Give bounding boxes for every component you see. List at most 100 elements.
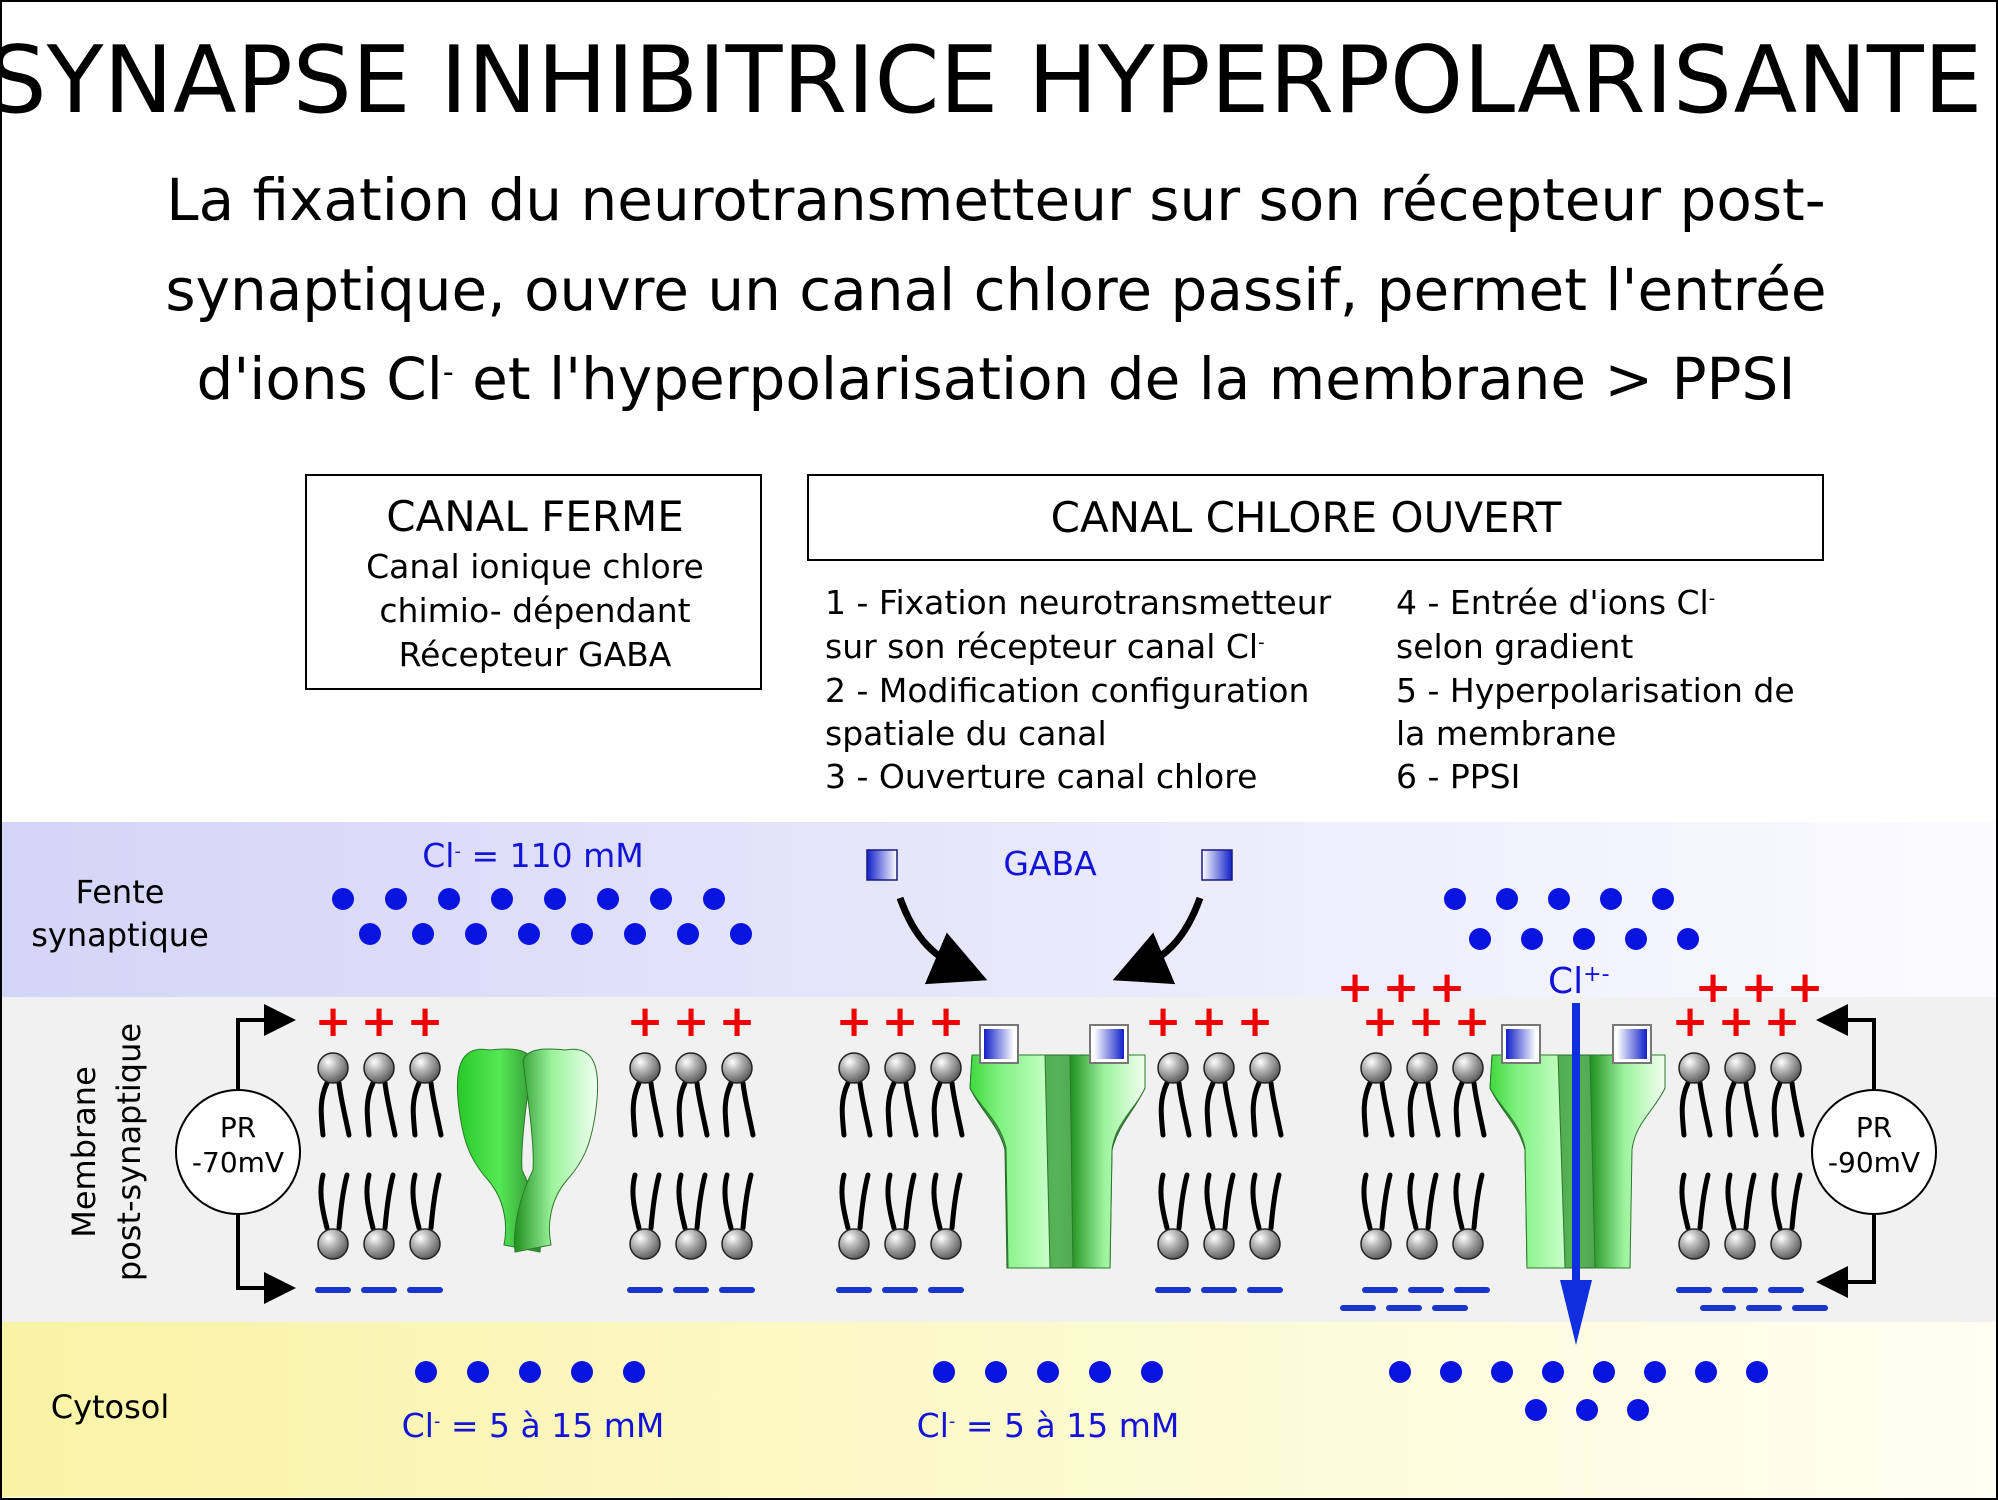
lipid-tail xyxy=(1453,1080,1465,1138)
lipid-tail xyxy=(857,1080,873,1138)
positive-charge: + xyxy=(1383,962,1420,1013)
chloride-ion xyxy=(1573,928,1595,950)
lipid-tail xyxy=(1361,1172,1373,1231)
positive-charge: + xyxy=(719,996,756,1047)
lipid-tail xyxy=(857,1172,871,1231)
lipid-tail xyxy=(676,1172,688,1231)
cytosol-concentration: Cl- = 5 à 15 mM xyxy=(917,1406,1180,1445)
lipid-head xyxy=(675,1052,707,1084)
lipid-head xyxy=(675,1228,707,1260)
phospholipid xyxy=(1249,1052,1284,1260)
chloride-ion xyxy=(1389,1361,1411,1383)
phospholipid xyxy=(1452,1052,1487,1260)
chloride-flux-label: Cl+- xyxy=(1548,961,1610,1002)
lipid-head xyxy=(884,1052,916,1084)
lipid-tail xyxy=(949,1080,965,1138)
gaba-bound xyxy=(1094,1029,1124,1059)
lipid-head xyxy=(838,1052,870,1084)
phospholipid xyxy=(884,1052,919,1260)
lipid-tail xyxy=(1176,1080,1192,1138)
lipid-tail xyxy=(949,1172,963,1231)
positive-charge: + xyxy=(1145,996,1182,1047)
open-channel-chloride-flux xyxy=(1489,1003,1666,1345)
chloride-ion xyxy=(518,923,540,945)
chloride-ion xyxy=(1089,1361,1111,1383)
lipid-tail xyxy=(694,1172,708,1231)
intro-line-3: d'ions Cl- et l'hyperpolarisation de la … xyxy=(197,345,1796,413)
lipid-head xyxy=(884,1228,916,1260)
lipid-tail xyxy=(1679,1080,1691,1138)
phospholipid xyxy=(1770,1052,1805,1260)
lipid-head xyxy=(1724,1228,1756,1260)
lipid-head xyxy=(317,1052,349,1084)
step-text: sur son récepteur canal Cl- xyxy=(825,627,1265,666)
chloride-ion xyxy=(332,888,354,910)
chloride-ion xyxy=(385,888,407,910)
positive-charge: + xyxy=(882,996,919,1047)
lipid-tail xyxy=(364,1080,376,1138)
positive-charge: + xyxy=(1429,962,1466,1013)
positive-charge: + xyxy=(315,996,352,1047)
gaba-molecule xyxy=(866,849,898,881)
phospholipid xyxy=(838,1052,873,1260)
lipid-tail xyxy=(1158,1172,1170,1231)
lipid-tail xyxy=(1379,1172,1393,1231)
lipid-tail xyxy=(903,1172,917,1231)
lipid-head xyxy=(363,1052,395,1084)
chloride-ion xyxy=(359,923,381,945)
lipid-tail xyxy=(1725,1080,1737,1138)
lipid-tail xyxy=(336,1080,352,1138)
lipid-head xyxy=(1203,1228,1235,1260)
lipid-tail xyxy=(1204,1080,1216,1138)
potential-arrow xyxy=(1816,1214,1876,1298)
chloride-ion xyxy=(1548,888,1570,910)
closed-chloride-channel xyxy=(456,1048,599,1253)
lipid-tail xyxy=(1176,1172,1190,1231)
chloride-ion xyxy=(1746,1361,1768,1383)
lipid-tail xyxy=(1222,1080,1238,1138)
lipid-head xyxy=(1406,1052,1438,1084)
lipid-tail xyxy=(1222,1172,1236,1231)
potential-label: PR xyxy=(220,1111,256,1144)
lipid-tail xyxy=(1407,1172,1419,1231)
cleft-label: Fente xyxy=(76,873,165,911)
step-text: spatiale du canal xyxy=(825,714,1107,753)
lipid-head xyxy=(1406,1228,1438,1260)
lipid-head xyxy=(1157,1052,1189,1084)
potential-value: -90mV xyxy=(1828,1146,1920,1179)
positive-charge: + xyxy=(407,996,444,1047)
positive-charge: + xyxy=(1408,996,1445,1047)
lipid-head xyxy=(1678,1052,1710,1084)
positive-charge: + xyxy=(928,996,965,1047)
lipid-head xyxy=(1249,1052,1281,1084)
lipid-tail xyxy=(931,1172,943,1231)
phospholipid xyxy=(930,1052,965,1260)
chloride-ion xyxy=(1652,888,1674,910)
lipid-tail xyxy=(1425,1172,1439,1231)
lipid-tail xyxy=(694,1080,710,1138)
lipid-head xyxy=(838,1228,870,1260)
chloride-ion xyxy=(1644,1361,1666,1383)
gaba-bound xyxy=(1617,1029,1647,1059)
lipid-tail xyxy=(364,1172,376,1231)
gaba-label: GABA xyxy=(1003,844,1097,883)
lipid-tail xyxy=(1453,1172,1465,1231)
lipid-head xyxy=(1203,1052,1235,1084)
intro-line-2: synaptique, ouvre un canal chlore passif… xyxy=(165,256,1826,324)
lipid-head xyxy=(721,1052,753,1084)
lipid-tail xyxy=(318,1172,330,1231)
phospholipid xyxy=(317,1052,352,1260)
phospholipid xyxy=(675,1052,710,1260)
lipid-head xyxy=(317,1228,349,1260)
lipid-tail xyxy=(722,1172,734,1231)
lipid-tail xyxy=(1743,1080,1759,1138)
lipid-tail xyxy=(903,1080,919,1138)
cleft-label: synaptique xyxy=(31,916,209,954)
binding-arrow xyxy=(896,896,988,985)
lipid-tail xyxy=(630,1172,642,1231)
lipid-tail xyxy=(740,1080,756,1138)
lipid-head xyxy=(1157,1228,1189,1260)
lipid-head xyxy=(1770,1052,1802,1084)
phospholipid xyxy=(1203,1052,1238,1260)
